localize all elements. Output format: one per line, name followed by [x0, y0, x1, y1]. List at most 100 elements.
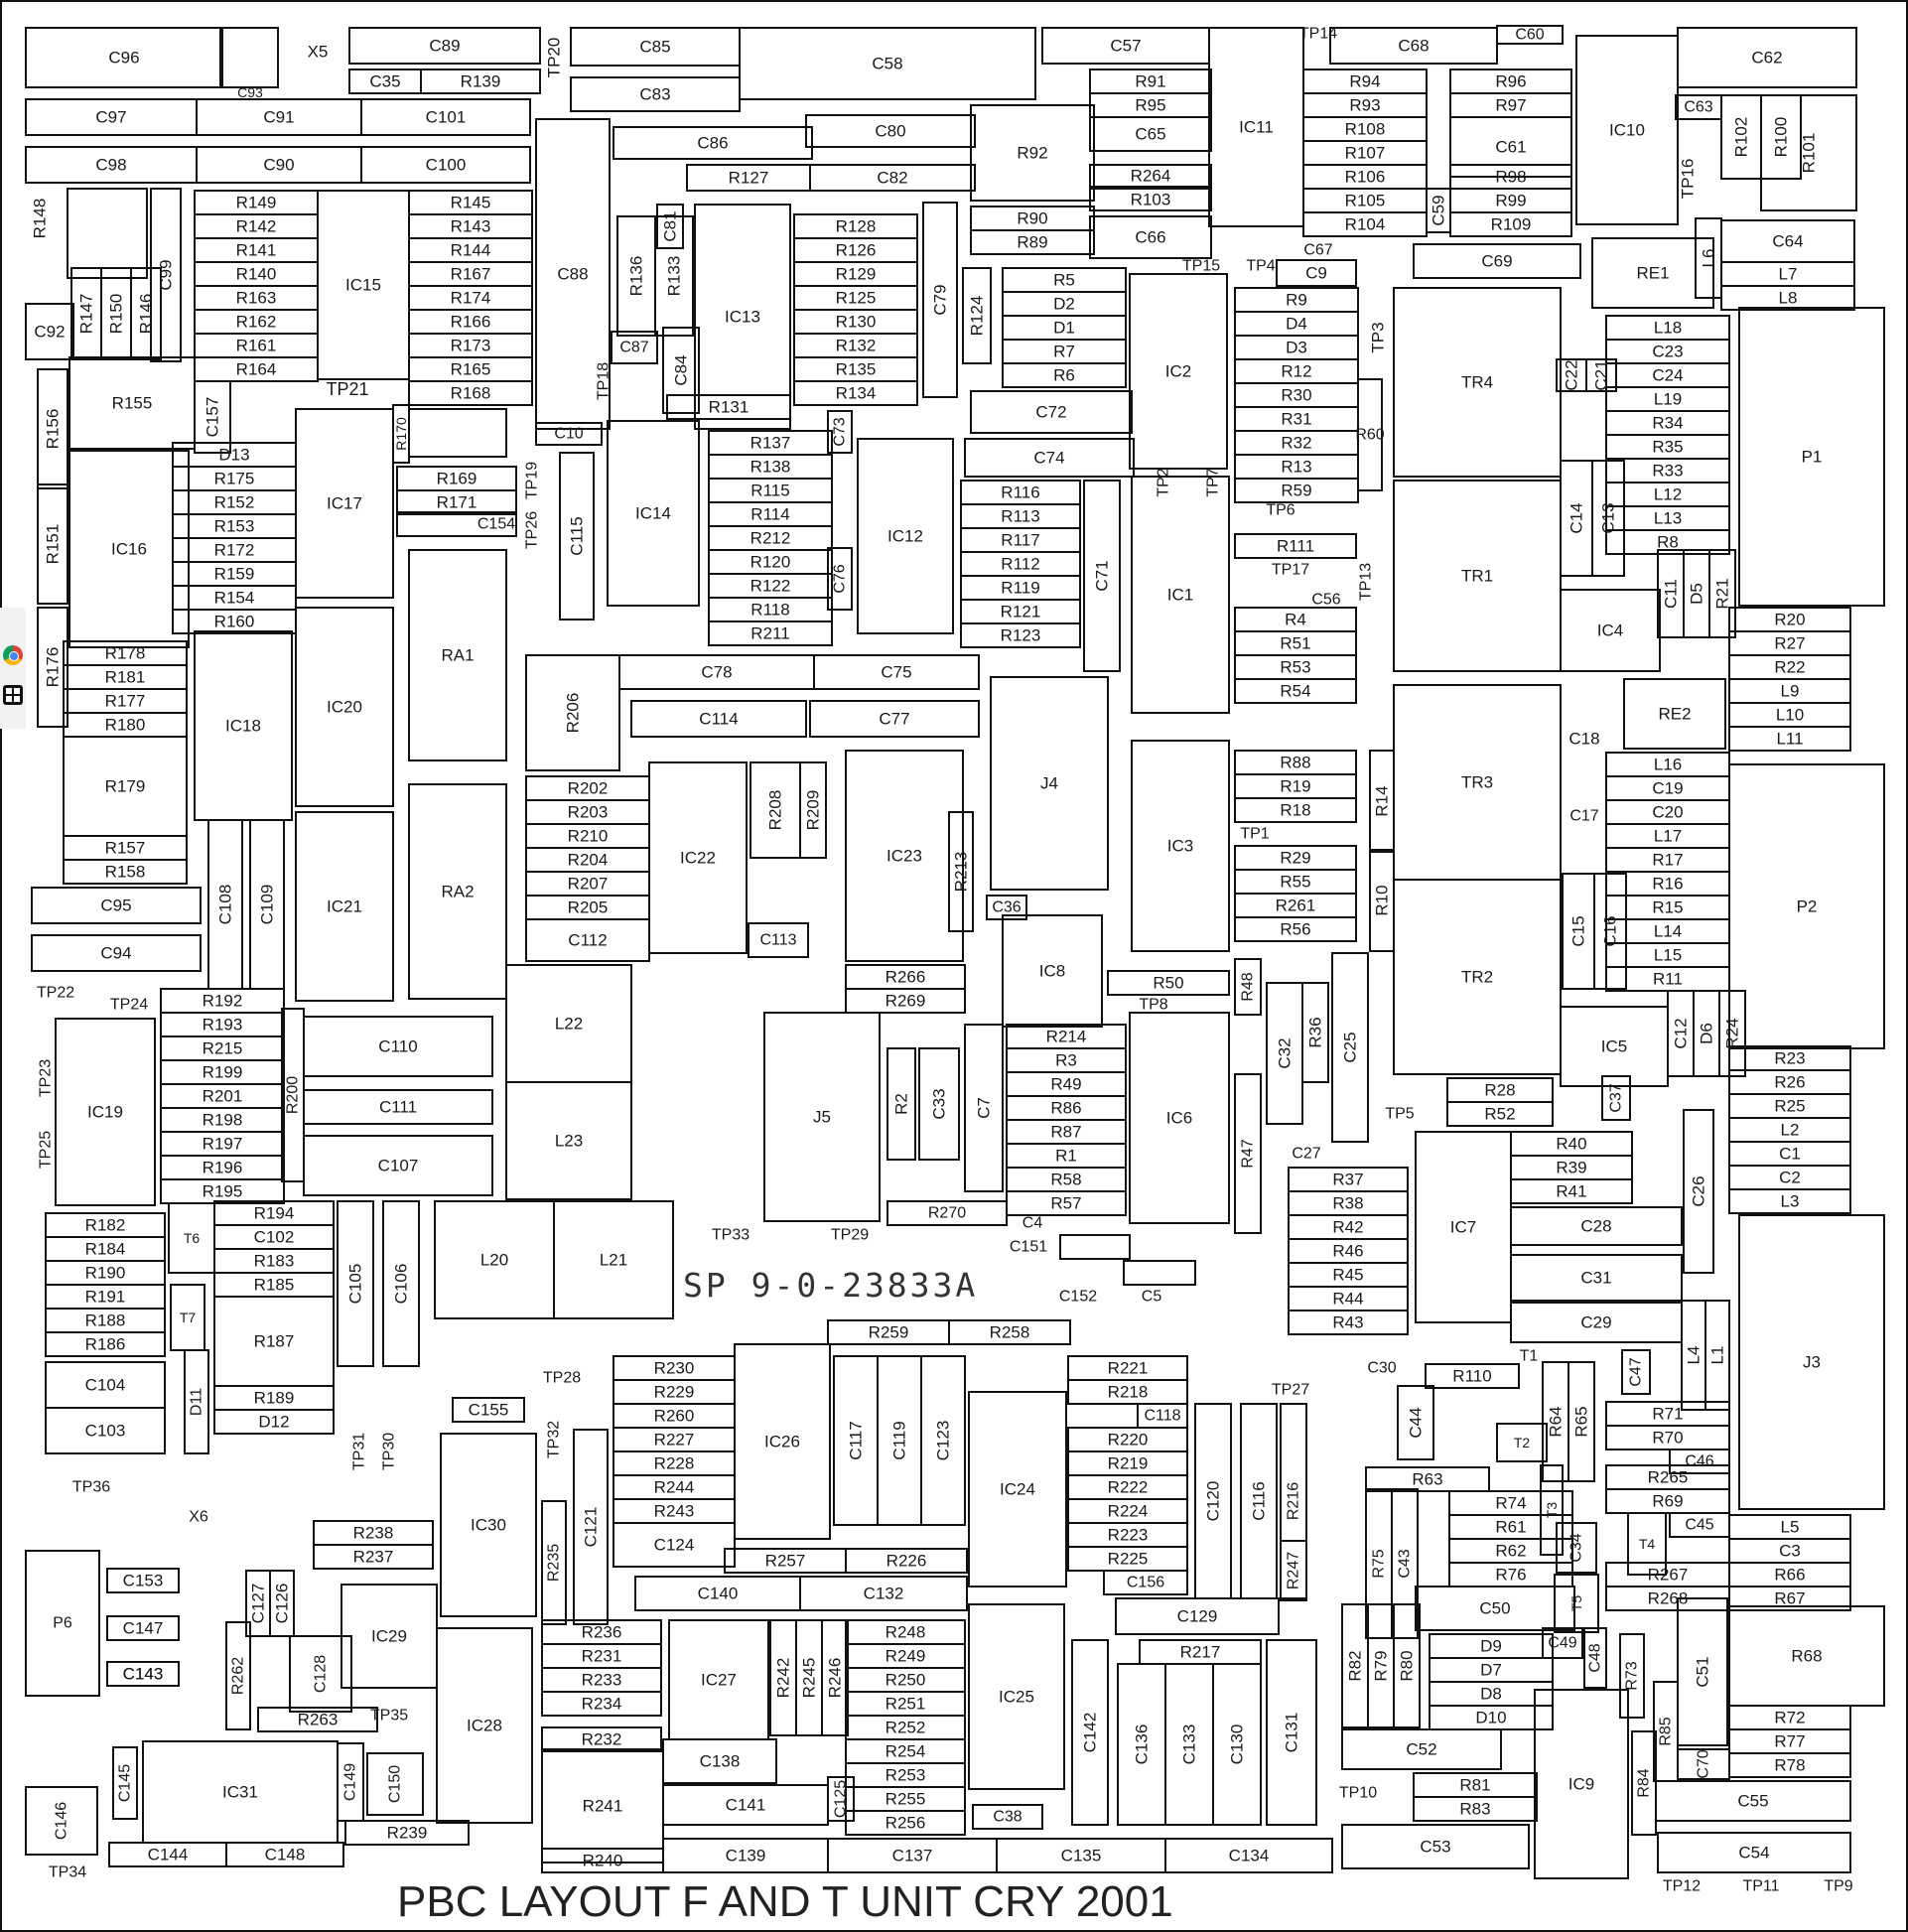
- label-r172: R172: [214, 541, 255, 560]
- component-outline: [313, 1544, 434, 1570]
- component-outline: [1276, 259, 1357, 287]
- label-ic6: IC6: [1166, 1109, 1192, 1128]
- label-r222: R222: [1108, 1478, 1149, 1497]
- label-r73: R73: [1624, 1661, 1641, 1690]
- component-outline: [1728, 1188, 1851, 1214]
- label-r97: R97: [1495, 96, 1526, 115]
- label-l3: L3: [1781, 1192, 1800, 1211]
- label-c141: C141: [726, 1796, 766, 1815]
- label-c18: C18: [1568, 730, 1599, 749]
- label-r116: R116: [1001, 483, 1039, 502]
- component-outline: [559, 452, 595, 621]
- label-c102: C102: [254, 1228, 295, 1247]
- component-outline: [662, 327, 700, 414]
- label-tp5: TP5: [1385, 1106, 1414, 1123]
- component-outline: [360, 146, 531, 184]
- label-r261: R261: [1276, 897, 1316, 915]
- windows-start-icon[interactable]: [3, 685, 23, 705]
- label-r230: R230: [654, 1359, 695, 1378]
- component-outline: [1708, 549, 1736, 638]
- label-ic7: IC7: [1450, 1218, 1476, 1237]
- component-outline: [1554, 1574, 1599, 1633]
- label-c123: C123: [934, 1421, 953, 1461]
- label-tp8: TP8: [1139, 997, 1167, 1014]
- component-outline: [1621, 1349, 1651, 1395]
- component-outline: [827, 1776, 855, 1822]
- component-outline: [1365, 1466, 1490, 1492]
- label-r182: R182: [85, 1216, 126, 1235]
- component-outline: [886, 1200, 1008, 1226]
- component-outline: [360, 98, 531, 136]
- label-p1: P1: [1802, 448, 1823, 467]
- label-c145: C145: [117, 1764, 134, 1802]
- label-r142: R142: [236, 217, 277, 236]
- component-outline: [1601, 1075, 1631, 1121]
- label-d8: D8: [1480, 1685, 1502, 1704]
- label-t5: T5: [1568, 1595, 1584, 1612]
- component-outline: [225, 1842, 344, 1867]
- label-ic28: IC28: [467, 1717, 502, 1735]
- component-outline: [1583, 1627, 1607, 1689]
- component-outline: [31, 887, 202, 924]
- label-r64: R64: [1547, 1406, 1566, 1437]
- label-r216: R216: [1286, 1482, 1302, 1520]
- label-ic29: IC29: [371, 1627, 407, 1646]
- label-ic4: IC4: [1597, 621, 1623, 640]
- component-outline: [184, 1349, 209, 1454]
- component-outline: [1234, 1073, 1262, 1234]
- component-outline: [1605, 1425, 1730, 1450]
- label-c149: C149: [342, 1763, 359, 1801]
- component-outline: [1510, 1178, 1633, 1204]
- label-r168: R168: [451, 384, 491, 403]
- component-outline: [1164, 1838, 1333, 1873]
- component-outline: [1605, 529, 1730, 555]
- component-outline: [922, 202, 958, 398]
- component-outline: [1591, 237, 1714, 309]
- label-c34: C34: [1568, 1533, 1585, 1562]
- label-c107: C107: [378, 1157, 419, 1175]
- component-outline: [970, 390, 1133, 434]
- label-r228: R228: [654, 1454, 695, 1473]
- label-tr1: TR1: [1461, 567, 1493, 586]
- label-c90: C90: [263, 156, 294, 175]
- label-r49: R49: [1050, 1075, 1081, 1094]
- label-l15: L15: [1654, 946, 1682, 965]
- label-c98: C98: [95, 156, 126, 175]
- label-r217: R217: [1180, 1643, 1221, 1662]
- component-outline: [106, 1568, 180, 1593]
- label-r5: R5: [1053, 271, 1075, 290]
- label-r257: R257: [765, 1552, 806, 1571]
- component-outline: [440, 1433, 537, 1617]
- label-l11: L11: [1776, 730, 1803, 749]
- board-code-label: SP 9-0-23833A: [683, 1266, 978, 1305]
- label-r133: R133: [665, 256, 684, 297]
- label-c155: C155: [469, 1401, 509, 1420]
- label-d11: D11: [189, 1388, 205, 1416]
- component-outline: [1413, 1796, 1538, 1822]
- label-r229: R229: [654, 1383, 695, 1402]
- label-tp6: TP6: [1266, 502, 1295, 519]
- component-outline: [948, 811, 974, 932]
- component-outline: [337, 1200, 374, 1367]
- label-r141: R141: [236, 241, 277, 260]
- chrome-icon[interactable]: [3, 645, 23, 665]
- label-r125: R125: [836, 289, 877, 308]
- component-outline: [1540, 1464, 1564, 1556]
- label-r244: R244: [654, 1478, 695, 1497]
- label-ic25: IC25: [999, 1688, 1034, 1707]
- component-outline: [1365, 1488, 1393, 1639]
- component-outline: [1059, 1234, 1131, 1260]
- label-r28: R28: [1484, 1081, 1515, 1100]
- component-outline: [1089, 188, 1212, 211]
- label-r171: R171: [437, 493, 477, 512]
- label-c70: C70: [1696, 1749, 1712, 1778]
- label-c65: C65: [1135, 125, 1165, 144]
- label-c66: C66: [1135, 228, 1165, 247]
- component-outline: [55, 1018, 156, 1206]
- label-r201: R201: [203, 1087, 243, 1106]
- label-ic26: IC26: [764, 1433, 800, 1451]
- component-outline: [827, 547, 853, 611]
- label-r250: R250: [886, 1671, 926, 1690]
- label-r110: R110: [1452, 1367, 1491, 1386]
- label-tp3: TP3: [1369, 322, 1388, 352]
